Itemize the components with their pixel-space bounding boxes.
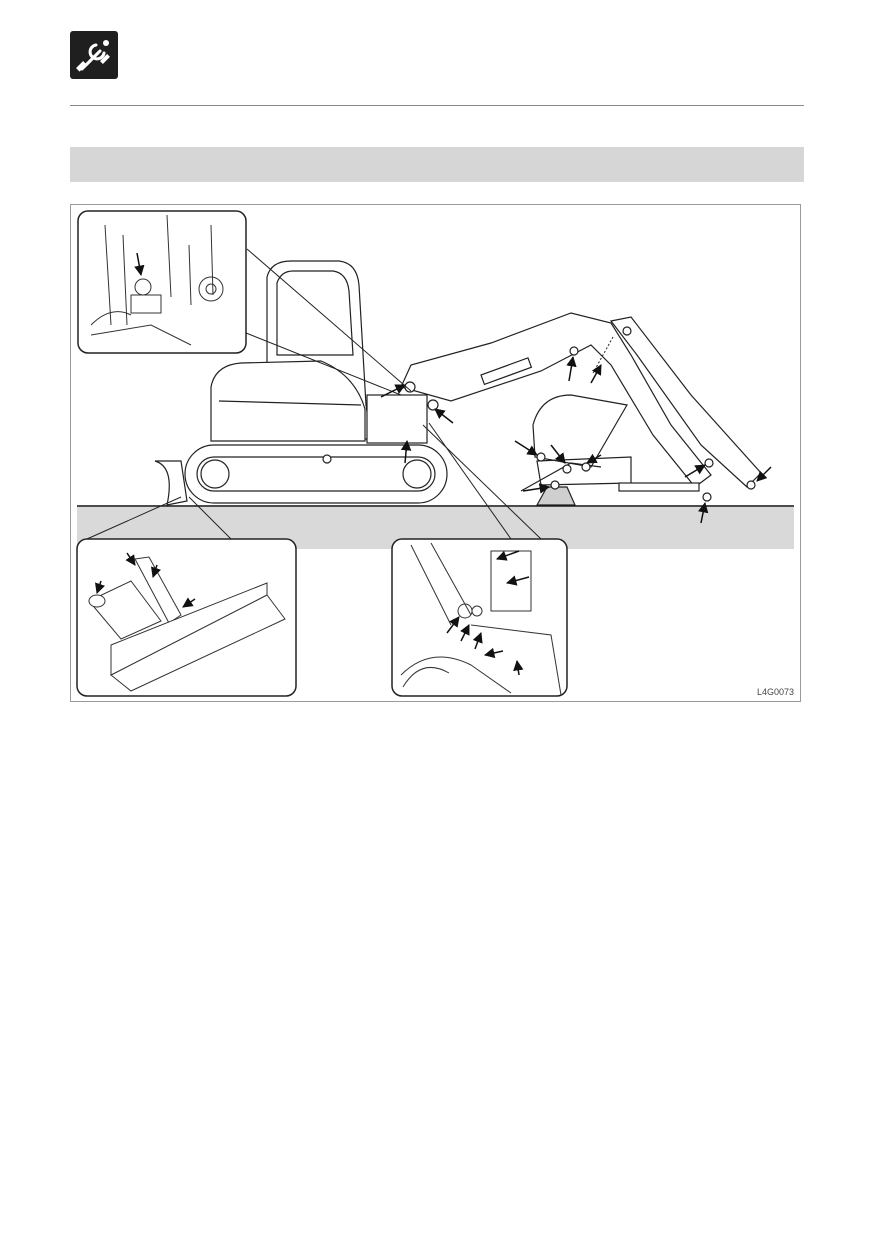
figure-code: L4G0073 — [756, 687, 794, 697]
engine-hood — [210, 360, 366, 442]
dozer-blade — [154, 460, 188, 506]
arm — [609, 316, 762, 488]
upper-frame — [366, 394, 428, 444]
inset-dozer-cylinder — [76, 538, 297, 697]
header-divider — [70, 105, 804, 106]
inset-swing-bracket — [391, 538, 568, 697]
section-title-bar — [70, 147, 804, 182]
excavator-illustration — [76, 210, 794, 697]
inset-hydraulic-fittings — [77, 210, 247, 354]
grease-points-figure: L4G0073 — [70, 204, 801, 702]
track — [184, 444, 448, 504]
maintenance-wrench-icon — [70, 31, 118, 79]
boom — [400, 312, 712, 488]
bucket — [532, 394, 628, 468]
support-block — [535, 486, 576, 506]
